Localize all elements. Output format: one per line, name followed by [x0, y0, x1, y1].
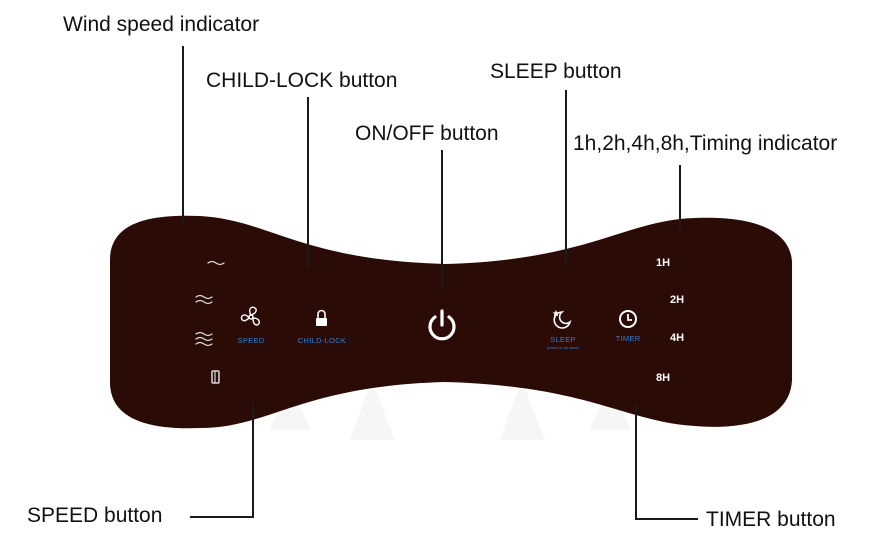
- wave-2-icon: [195, 294, 213, 305]
- control-panel-body: [110, 215, 792, 429]
- clock-icon: [619, 310, 637, 328]
- wave-3-icon: [195, 331, 213, 347]
- timer-indicator-4h: 4H: [670, 332, 684, 344]
- timer-button[interactable]: TIMER: [616, 310, 641, 343]
- speed-button-callout: SPEED button: [27, 504, 163, 527]
- power-icon: [428, 309, 456, 341]
- leader-timer: [635, 404, 698, 520]
- fan-icon: [240, 306, 261, 326]
- child-lock-button[interactable]: CHILD-LOCK: [298, 309, 346, 346]
- sleep-sublabel: (press to 3s save): [547, 345, 579, 350]
- sleep-label: SLEEP: [550, 335, 576, 344]
- lock-icon: [316, 309, 327, 326]
- timer-indicator-8h: 8H: [656, 372, 670, 384]
- wind-speed-indicator-callout: Wind speed indicator: [63, 13, 260, 36]
- child-lock-label: CHILD-LOCK: [298, 336, 346, 345]
- leader-speed: [190, 402, 254, 518]
- on-off-button[interactable]: [428, 309, 456, 341]
- background-beam: [350, 380, 395, 440]
- speed-button[interactable]: SPEED: [238, 306, 265, 345]
- on-off-button-callout: ON/OFF button: [355, 122, 499, 145]
- timer-button-callout: TIMER button: [706, 508, 836, 531]
- sleep-button[interactable]: SLEEP (press to 3s save): [547, 310, 580, 350]
- moon-star-icon: [552, 310, 572, 329]
- timer-indicator-1h: 1H: [656, 257, 670, 269]
- wave-1-icon: [207, 260, 225, 266]
- timer-indicator-2h: 2H: [670, 294, 684, 306]
- speed-label: SPEED: [238, 336, 265, 345]
- child-lock-button-callout: CHILD-LOCK button: [206, 69, 398, 92]
- natural-wind-icon: [211, 370, 220, 384]
- background-beam: [500, 380, 545, 440]
- sleep-button-callout: SLEEP button: [490, 60, 622, 83]
- timer-label: TIMER: [616, 334, 641, 343]
- timing-indicator-callout: 1h,2h,4h,8h,Timing indicator: [573, 132, 838, 155]
